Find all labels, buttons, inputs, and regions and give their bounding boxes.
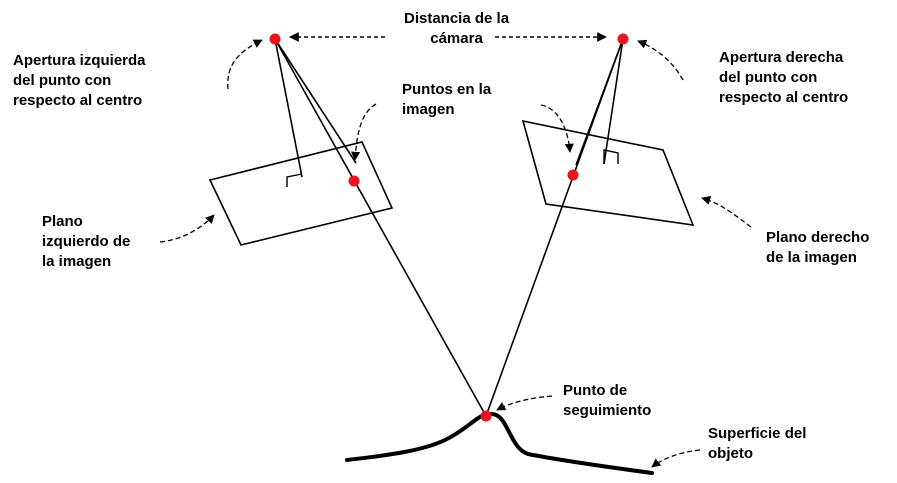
- left-aperture-label: Apertura izquierda del punto con respect…: [13, 51, 146, 111]
- image-points-line-2: imagen: [402, 101, 455, 118]
- right-plane-label: Plano derecho de la imagen: [766, 228, 869, 268]
- tracking-point-marker: [480, 410, 492, 422]
- image-points-right-arrow: [540, 104, 574, 153]
- left-aperture-line-2: del punto con: [13, 72, 112, 89]
- tracking-point-pointer-arrow: [496, 395, 553, 411]
- tracking-point-line-2: seguimiento: [563, 402, 652, 419]
- left-ray-to-target: [274, 38, 487, 417]
- left-aperture-pointer-arrow: [227, 39, 263, 90]
- object-surface-label: Superficie del objeto: [708, 424, 806, 464]
- right-plane-pointer-arrow: [701, 195, 752, 228]
- object-surface-line-2: objeto: [708, 445, 753, 462]
- left-optical-axis: [274, 38, 303, 178]
- left-image-point: [348, 175, 360, 187]
- left-image-plane: [208, 141, 394, 246]
- left-aperture-line-3: respecto al centro: [13, 92, 143, 109]
- right-aperture-pointer-arrow: [637, 39, 684, 81]
- left-plane-pointer-arrow: [159, 214, 215, 243]
- left-plane-label: Plano izquierdo de la imagen: [42, 212, 130, 272]
- image-points-line-1: Puntos en la: [402, 81, 492, 98]
- camera-distance-label: Distancia de la cámara: [404, 9, 509, 49]
- right-right-angle-mark: [603, 149, 619, 164]
- right-optical-axis: [603, 38, 624, 165]
- right-aperture-point: [617, 33, 629, 45]
- camera-distance-line-2: cámara: [430, 30, 483, 47]
- object-surface-pointer-arrow: [651, 449, 701, 468]
- right-aperture-label: Apertura derecha del punto con respecto …: [719, 48, 848, 108]
- right-aperture-line-3: respecto al centro: [719, 89, 849, 106]
- right-plane-line-1: Plano derecho: [766, 229, 870, 246]
- left-aperture-point: [269, 33, 281, 45]
- left-aperture-line-1: Apertura izquierda: [13, 52, 146, 69]
- right-aperture-line-2: del punto con: [719, 69, 818, 86]
- right-aperture-line-1: Apertura derecha: [719, 49, 844, 66]
- left-right-angle-mark: [286, 173, 303, 187]
- right-ray-to-target: [485, 38, 624, 417]
- left-plane-line-1: Plano: [42, 213, 83, 230]
- left-projection-line: [274, 38, 357, 164]
- left-plane-line-3: la imagen: [42, 253, 112, 270]
- object-surface-curve: [345, 412, 654, 475]
- object-surface-line-1: Superficie del: [708, 425, 807, 442]
- tracking-point-line-1: Punto de: [563, 382, 628, 399]
- image-points-left-arrow: [351, 103, 377, 161]
- right-plane-line-2: de la imagen: [766, 249, 857, 266]
- tracking-point-label: Punto de seguimiento: [563, 381, 651, 421]
- left-plane-line-2: izquierdo de: [42, 233, 131, 250]
- image-points-label: Puntos en la imagen: [402, 80, 491, 120]
- camera-distance-line-1: Distancia de la: [404, 10, 510, 27]
- right-image-point: [567, 169, 579, 181]
